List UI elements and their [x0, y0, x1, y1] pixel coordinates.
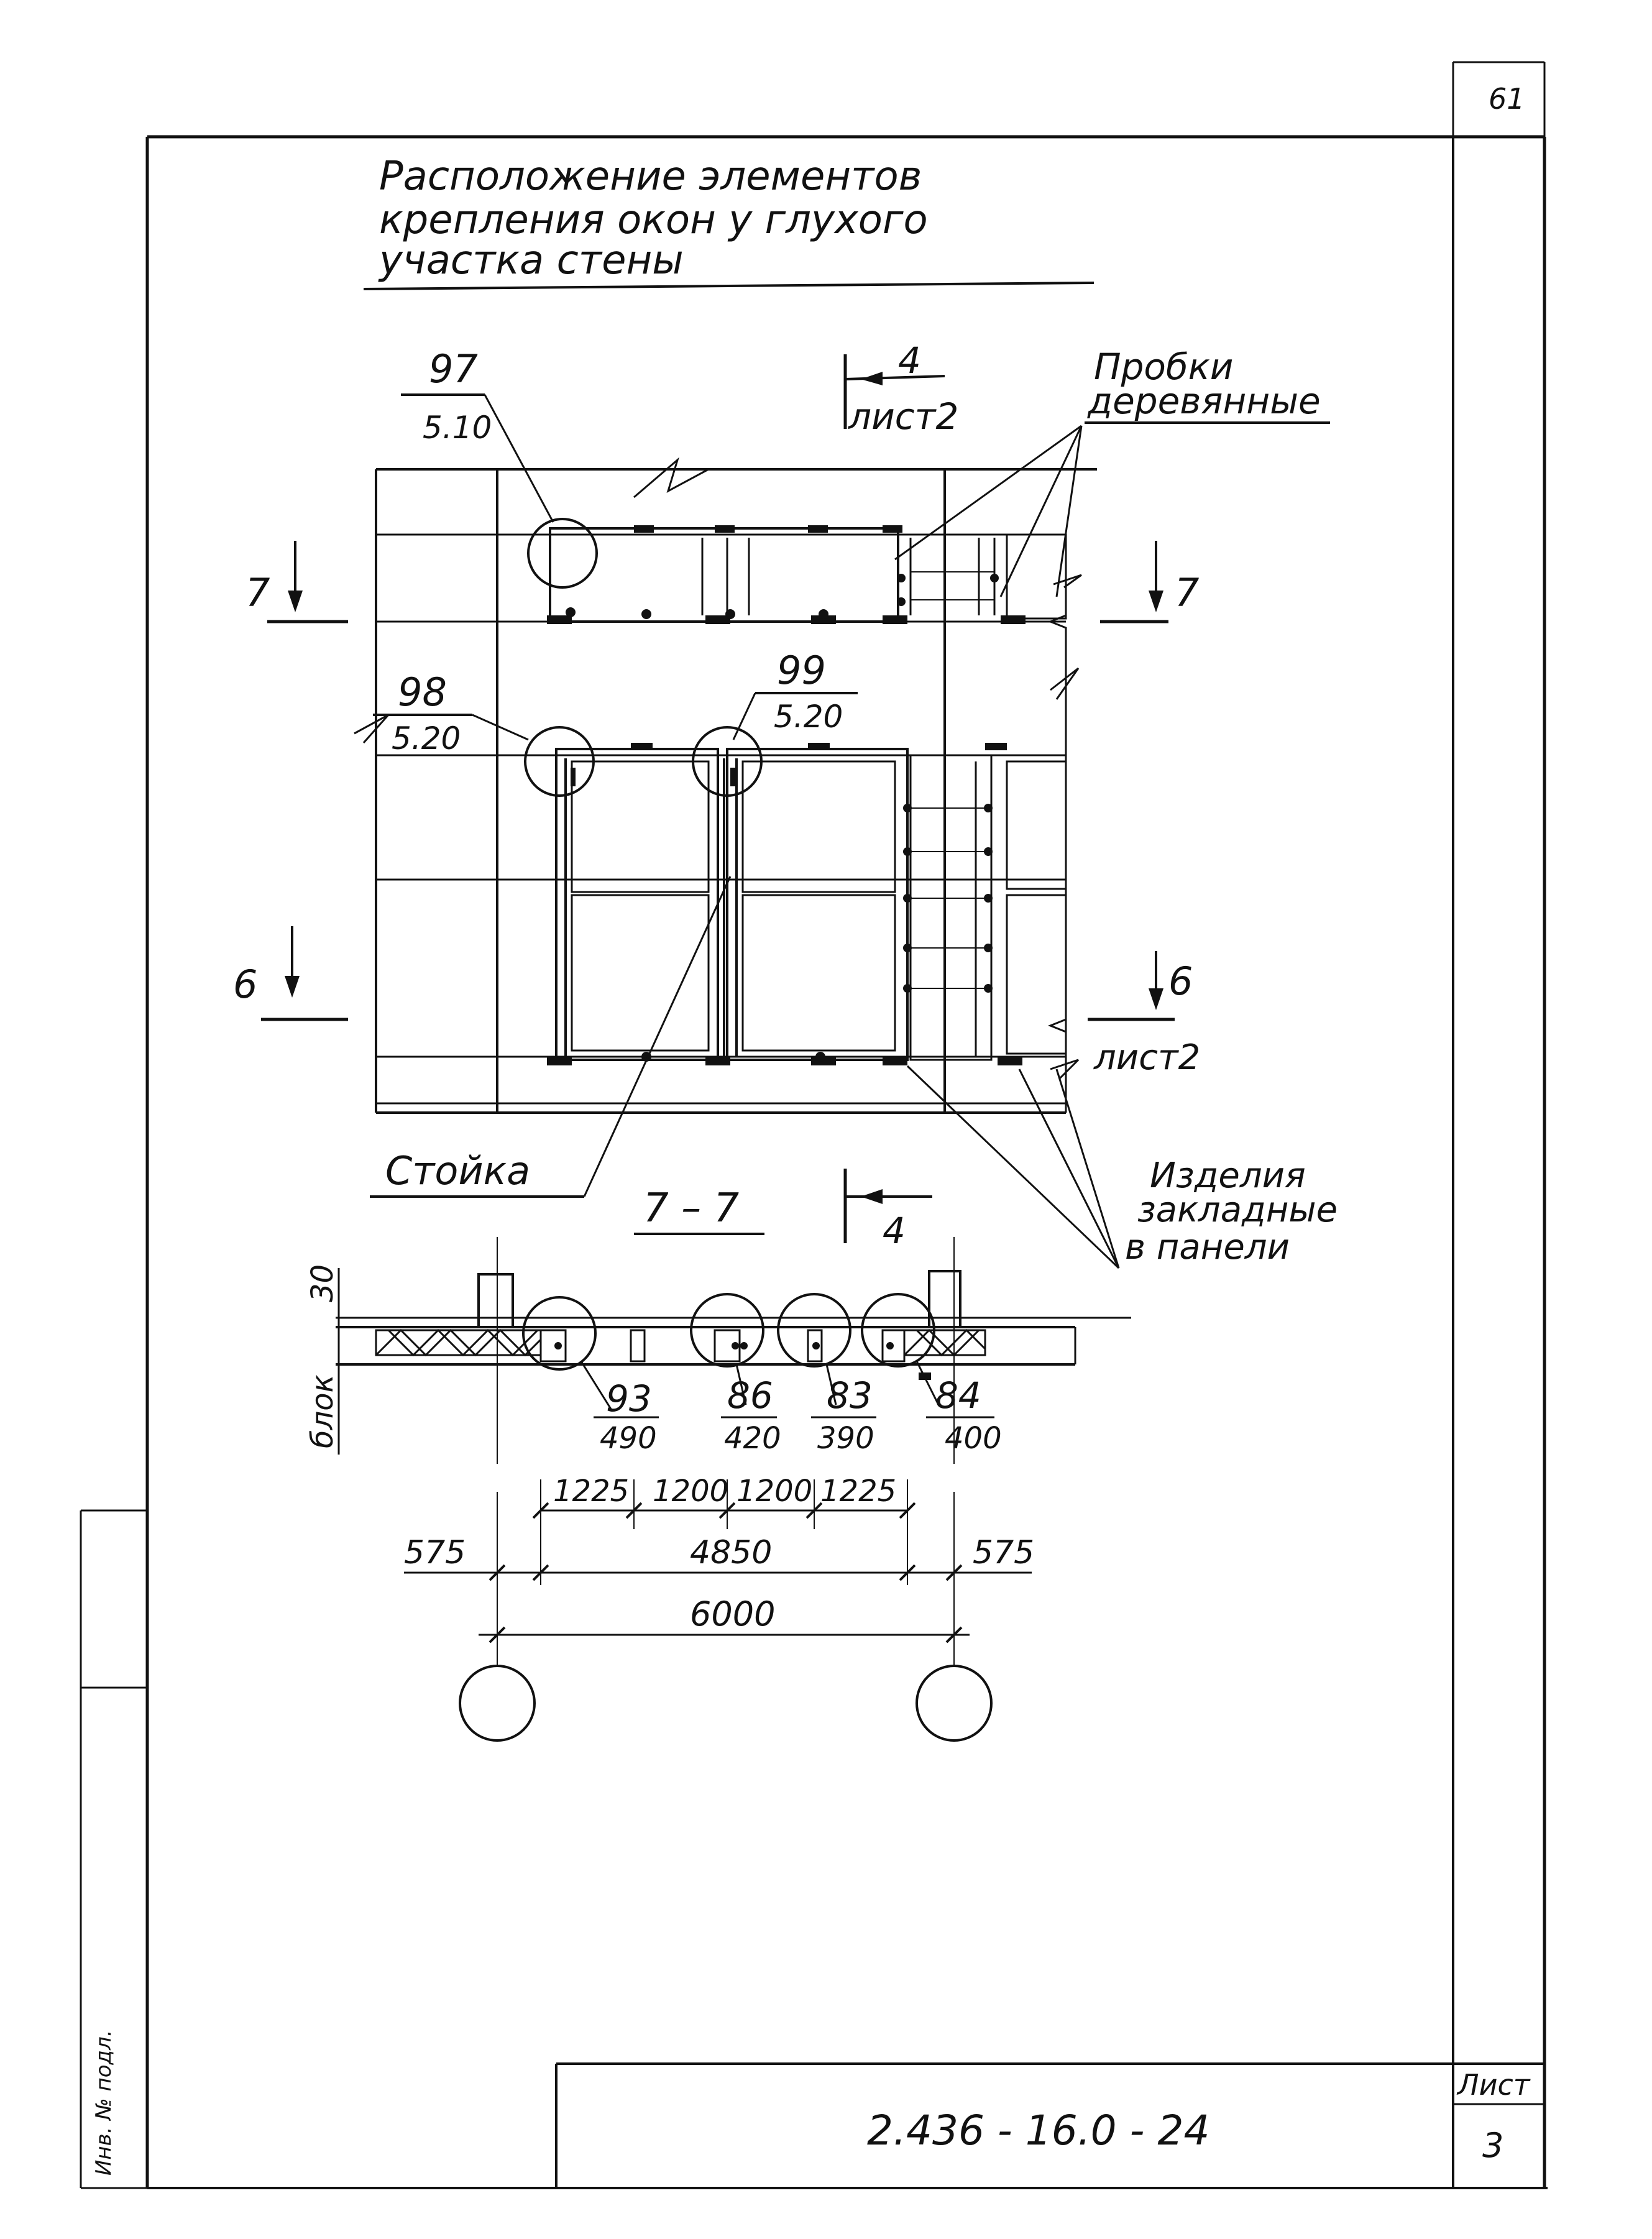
- title-line-1: Расположение элементов: [379, 154, 922, 200]
- section-callout-83: 83 390: [811, 1374, 876, 1456]
- cut-6-left-label: 6: [233, 962, 257, 1007]
- corner-mark: 61: [1489, 82, 1525, 116]
- thickness-label: 30: [305, 1264, 340, 1302]
- section-callout-84-num: 84: [935, 1374, 981, 1417]
- section-ref-top-number: 4: [898, 339, 921, 382]
- callout-98: 98 5.20: [373, 669, 595, 797]
- section-callout-83-sheet: 390: [817, 1421, 874, 1456]
- section-callout-84: 84 400: [926, 1374, 1002, 1456]
- axis-bubble-right: [915, 1665, 993, 1742]
- embedded-label-line2: закладные: [1137, 1190, 1338, 1230]
- section-ref-bottom-number: 4: [883, 1210, 906, 1252]
- callout-97: 97 5.10: [401, 346, 598, 589]
- dim-1225-right: 1225: [820, 1474, 896, 1509]
- section-callout-93: 93 490: [594, 1377, 659, 1456]
- plugs-leader-2: [999, 425, 1083, 597]
- title-line-2: крепления окон у глухого: [379, 197, 928, 243]
- section-callout-93-num: 93: [606, 1377, 652, 1420]
- callout-97-sheet: 5.10: [423, 410, 492, 446]
- plugs-label-line1: Пробки: [1094, 346, 1233, 388]
- plugs-leader-3: [1055, 425, 1083, 597]
- cut-7-left-label: 7: [246, 570, 270, 615]
- section-callout-86-sheet: 420: [724, 1421, 781, 1456]
- dim-1200-left: 1200: [653, 1474, 728, 1509]
- doc-number: 2.436 - 16.0 - 24: [867, 2107, 1209, 2154]
- sheet-label: Лист: [1456, 2068, 1531, 2102]
- dim-575-right: 575: [973, 1534, 1034, 1571]
- dim-575-left: 575: [404, 1534, 466, 1571]
- plugs-label-line2: деревянные: [1087, 380, 1321, 422]
- stand-leader: [583, 876, 732, 1197]
- title-line-3: участка стены: [378, 237, 684, 283]
- callout-99-num: 99: [777, 648, 826, 693]
- section-callout-circles: [522, 1293, 940, 1412]
- section-title: 7 – 7: [643, 1185, 739, 1231]
- dim-1225-left: 1225: [553, 1474, 629, 1509]
- section-callout-86: 86 420: [721, 1374, 781, 1456]
- cut-6-right-label: 6: [1168, 959, 1193, 1004]
- dim-4850: 4850: [690, 1534, 772, 1571]
- section-ref-right-sheet: лист2: [1093, 1037, 1200, 1078]
- sheet-frame: [80, 61, 1548, 2189]
- sheet-number: 3: [1482, 2126, 1503, 2165]
- block-label: блок: [305, 1374, 340, 1448]
- dim-6000: 6000: [690, 1594, 775, 1634]
- embedded-label-line1: Изделия: [1150, 1156, 1306, 1196]
- section-ref-top: 4 лист2: [843, 339, 958, 438]
- callout-97-num: 97: [429, 346, 478, 392]
- title-underline: [363, 282, 1094, 290]
- dimension-chain: 1225 1200 1200 1225 575 4850 575 6000: [404, 1474, 1034, 1666]
- section-cut-6: 6 6: [233, 926, 1193, 1021]
- callout-99: 99 5.20: [692, 648, 858, 797]
- plugs-leader-1: [894, 425, 1082, 561]
- embedded-leader-1: [1055, 1069, 1120, 1269]
- section-callout-84-sheet: 400: [945, 1421, 1002, 1456]
- section-callout-93-sheet: 490: [600, 1421, 657, 1456]
- embedded-leader-3: [1018, 1069, 1120, 1269]
- section-ref-bottom: 4: [843, 1169, 932, 1252]
- stand-label: Стойка: [385, 1148, 530, 1193]
- section-ref-top-sheet: лист2: [848, 395, 958, 438]
- embedded-label-line3: в панели: [1125, 1227, 1290, 1267]
- callout-98-num: 98: [398, 669, 447, 715]
- cut-7-right-label: 7: [1175, 570, 1199, 615]
- axis-bubble-left: [459, 1665, 536, 1742]
- facade-elevation: [354, 457, 1097, 1114]
- embedded-leader-2: [906, 1065, 1120, 1269]
- dim-1200-right: 1200: [737, 1474, 812, 1509]
- side-stamp: Инв. № подл.: [91, 2030, 116, 2176]
- section-callout-83-num: 83: [827, 1374, 873, 1417]
- callout-98-sheet: 5.20: [392, 720, 461, 756]
- wall-section-7-7: 30 блок: [305, 1237, 1131, 1464]
- section-callout-86-num: 86: [727, 1374, 773, 1417]
- section-cut-7: 7 7: [246, 541, 1199, 623]
- callout-99-sheet: 5.20: [774, 699, 843, 735]
